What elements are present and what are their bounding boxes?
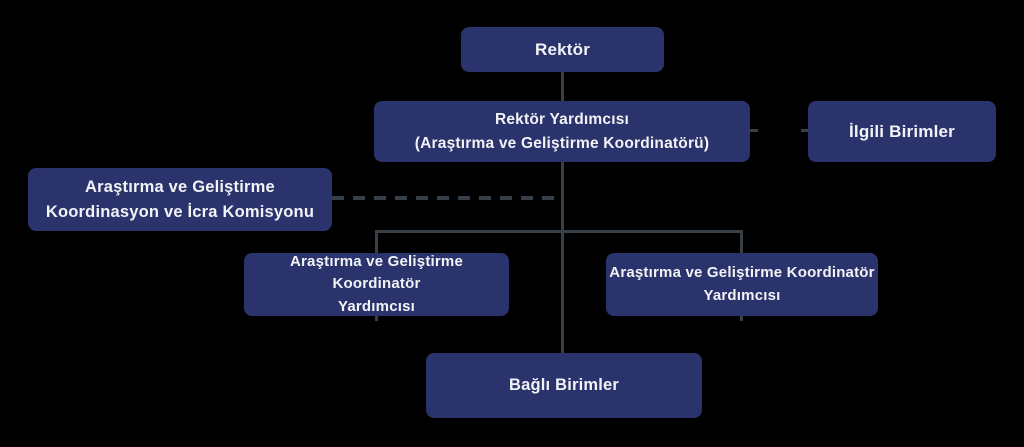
org-node-koordinator-yardimcisi-sag: Araştırma ve Geliştirme Koordinatör Yard… xyxy=(606,253,878,316)
stub-below-koordinator-yardimcisi-sag xyxy=(740,316,743,321)
edge-branch-horizontal xyxy=(375,230,743,233)
org-node-arge-komisyonu: Araştırma ve Geliştirme Koordinasyon ve … xyxy=(28,168,332,231)
stub-rektor-yardimcisi-to-ilgili-birimler-right xyxy=(801,129,808,132)
org-node-rektor: Rektör xyxy=(461,27,664,72)
edge-rektor-yardimcisi-to-bagli-birimler xyxy=(561,162,564,353)
org-node-rektor-yardimcisi: Rektör Yardımcısı (Araştırma ve Geliştir… xyxy=(374,101,750,162)
edge-dashed-komisyon-to-rektor-yardimcisi xyxy=(332,196,563,200)
org-node-ilgili-birimler: İlgili Birimler xyxy=(808,101,996,162)
edge-drop-to-koordinator-yardimcisi-sol xyxy=(375,233,378,253)
stub-below-koordinator-yardimcisi-sol xyxy=(375,316,378,321)
org-node-koordinator-yardimcisi-sol: Araştırma ve Geliştirme Koordinatör Yard… xyxy=(244,253,509,316)
edge-drop-to-koordinator-yardimcisi-sag xyxy=(740,233,743,253)
org-node-bagli-birimler: Bağlı Birimler xyxy=(426,353,702,418)
stub-rektor-yardimcisi-to-ilgili-birimler-left xyxy=(750,129,758,132)
edge-rektor-to-rektor-yardimcisi xyxy=(561,72,564,101)
